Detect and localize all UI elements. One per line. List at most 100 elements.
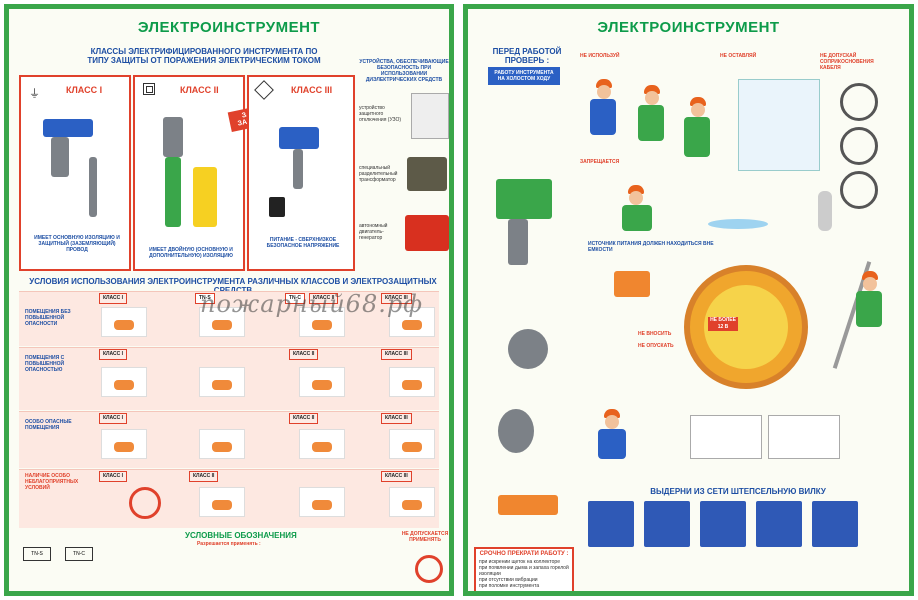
stop-item-1: при искрении щеток на коллекторе	[479, 559, 560, 565]
unplug-icon-5	[812, 501, 858, 547]
tool-cell	[389, 307, 435, 337]
plug-icon	[269, 197, 285, 217]
unplug-icon-1	[588, 501, 634, 547]
gas-cylinder	[818, 191, 832, 231]
class-2-panel: КЛАСС II ИМЕЕТ ДВОЙНУЮ (ОСНОВНУЮ И ДОПОЛ…	[133, 75, 245, 271]
class-3-caption: ПИТАНИЕ - СВЕРХНИЗКОЕ БЕЗОПАСНОЕ НАПРЯЖЕ…	[266, 237, 340, 249]
cell-class-2: КЛАСС II	[189, 471, 219, 482]
tool-cell	[199, 307, 245, 337]
check-title: ПЕРЕД РАБОТОЙ ПРОВЕРЬ :	[492, 47, 562, 65]
row-label-3: ОСОБО ОПАСНЫЕ ПОМЕЩЕНИЯ	[25, 419, 72, 431]
class-1-caption: ИМЕЕТ ОСНОВНУЮ ИЗОЛЯЦИЮ И ЗАЩИТНЫЙ (ЗАЗЕ…	[34, 235, 120, 253]
transformer-icon	[407, 157, 447, 191]
drill-chuck	[89, 157, 97, 217]
cell-class-3: КЛАСС III	[381, 413, 412, 424]
grinder-green	[165, 157, 181, 227]
cell-class-2: КЛАСС II	[309, 293, 339, 304]
saw-blade	[163, 117, 183, 157]
forbidden-icon	[415, 555, 443, 583]
tool-cell	[199, 367, 245, 397]
grinder-yellow	[193, 167, 217, 227]
class-1-label: КЛАСС I	[66, 85, 103, 95]
check-drill-body	[496, 179, 552, 219]
stop-work-box: СРОЧНО ПРЕКРАТИ РАБОТУ : при искрении ще…	[474, 547, 574, 591]
legend-tn-s: TN-S	[23, 547, 51, 561]
unplug-title: ВЫДЕРНИ ИЗ СЕТИ ШТЕПСЕЛЬНУЮ ВИЛКУ	[650, 487, 826, 496]
not-use-label: НЕ ИСПОЛЬЗУЙ	[580, 53, 620, 59]
legend-allowed: Разрешается применять :	[197, 541, 261, 547]
left-poster-title: ЭЛЕКТРОИНСТРУМЕНТ	[137, 19, 321, 36]
plug-diagram	[768, 415, 840, 459]
class-1-panel: КЛАСС I ⏚ ИМЕЕТ ОСНОВНУЮ ИЗОЛЯЦИЮ И ЗАЩИ…	[19, 75, 131, 271]
not-touch-label: НЕ ДОПУСКАЙ СОПРИКОСНОВЕНИЯ КАБЕЛЯ	[820, 53, 874, 71]
forbidden-label: ЗАПРЕЩАЕТСЯ	[580, 159, 620, 165]
rcd-device-icon	[411, 93, 449, 139]
classes-header: КЛАССЫ ЭЛЕКТРИФИЦИРОВАННОГО ИНСТРУМЕНТА …	[87, 47, 321, 65]
tool-cell	[101, 429, 147, 459]
watermark-text: пожарный68.рф	[200, 290, 423, 318]
tool-cell	[101, 307, 147, 337]
left-poster: ЭЛЕКТРОИНСТРУМЕНТ КЛАССЫ ЭЛЕКТРИФИЦИРОВА…	[4, 4, 454, 596]
tool-cell	[389, 367, 435, 397]
tool-cell	[299, 307, 345, 337]
device-generator-label: автономный двигатель-генератор	[359, 223, 388, 241]
idle-check-badge: РАБОТУ ИНСТРУМЕНТА НА ХОЛОСТОМ ХОДУ	[488, 67, 560, 85]
cell-class-1: КЛАСС I	[99, 293, 128, 304]
generator-icon	[405, 215, 449, 251]
unplug-icon-3	[700, 501, 746, 547]
stop-title: СРОЧНО ПРЕКРАТИ РАБОТУ :	[479, 551, 569, 557]
cell-class-3: КЛАСС III	[381, 349, 412, 360]
prohibited-icon	[129, 487, 161, 519]
class-2-label: КЛАСС II	[180, 85, 219, 95]
tool-cell	[389, 429, 435, 459]
cable-loop-1	[840, 83, 878, 121]
wall-panel	[738, 79, 820, 171]
legend-title: УСЛОВНЫЕ ОБОЗНАЧЕНИЯ	[185, 531, 297, 540]
legend-forbidden: НЕ ДОПУСКАЕТСЯ ПРИМЕНЯТЬ	[401, 531, 449, 543]
class-3-panel: КЛАСС III ПИТАНИЕ - СВЕРХНИЗКОЕ БЕЗОПАСН…	[247, 75, 355, 271]
cell-class-1: КЛАСС I	[99, 413, 128, 424]
stop-item-4: при поломке инструмента	[479, 583, 540, 589]
not-lower-label: НЕ ОПУСКАТЬ	[638, 343, 674, 349]
cable-loop-3	[840, 171, 878, 209]
class-3-label: КЛАСС III	[291, 85, 333, 95]
tool-cell	[299, 429, 345, 459]
not-leave-label: НЕ ОСТАВЛЯЙ	[720, 53, 757, 59]
chuck-icon	[508, 329, 548, 369]
generator-unit	[614, 271, 650, 297]
tool-cell	[299, 487, 345, 517]
row-label-1: ПОМЕЩЕНИЯ БЕЗ ПОВЫШЕННОЙ ОПАСНОСТИ	[25, 309, 71, 327]
device-transformer-label: специальный разделительный трансформатор	[359, 165, 398, 183]
check-drill-handle	[508, 219, 528, 265]
unplug-icon-2	[644, 501, 690, 547]
transformer-diagram	[690, 415, 762, 459]
cell-class-3: КЛАСС III	[381, 293, 412, 304]
device-rcd-label: устройство защитного отключения (УЗО)	[359, 105, 402, 123]
devices-header: УСТРОЙСТВА, ОБЕСПЕЧИВАЮЩИЕ БЕЗОПАСНОСТЬ …	[359, 59, 449, 83]
tool-cell	[199, 429, 245, 459]
tool-cell	[199, 487, 245, 517]
class-3-tool-body	[279, 127, 319, 149]
stop-item-3: при отсутствии вибрации	[479, 577, 538, 583]
water-puddle	[708, 219, 768, 229]
stop-item-2: при появлении дыма и запаха горелой изол…	[479, 565, 569, 577]
right-poster-title: ЭЛЕКТРОИНСТРУМЕНТ	[597, 19, 780, 36]
voltage-limit-badge: НЕ БОЛЕЕ 12 В	[708, 317, 738, 331]
right-poster: ЭЛЕКТРОИНСТРУМЕНТ ПЕРЕД РАБОТОЙ ПРОВЕРЬ …	[463, 4, 914, 596]
class-2-caption: ИМЕЕТ ДВОЙНУЮ (ОСНОВНУЮ И ДОПОЛНИТЕЛЬНУЮ…	[149, 247, 233, 259]
unplug-icon-4	[756, 501, 802, 547]
cable-loop-2	[840, 127, 878, 165]
class-3-tool-handle	[293, 149, 303, 189]
double-square-icon	[143, 83, 155, 95]
cell-class-2: КЛАСС II	[289, 349, 319, 360]
not-bring-label: НЕ ВНОСИТЬ	[638, 331, 672, 337]
drill-body	[43, 119, 93, 137]
class-3-symbol-icon	[254, 80, 274, 100]
source-note: ИСТОЧНИК ПИТАНИЯ ДОЛЖЕН НАХОДИТЬСЯ ВНЕ Е…	[588, 241, 714, 253]
tool-cell	[299, 367, 345, 397]
row-label-2: ПОМЕЩЕНИЯ С ПОВЫШЕННОЙ ОПАСНОСТЬЮ	[25, 355, 65, 373]
cell-class-1: КЛАСС I	[99, 471, 128, 482]
cell-class-1: КЛАСС I	[99, 349, 128, 360]
cell-tn-s: TN-S	[195, 293, 215, 304]
conditions-header: УСЛОВИЯ ИСПОЛЬЗОВАНИЯ ЭЛЕКТРОИНСТРУМЕНТА…	[29, 277, 437, 295]
